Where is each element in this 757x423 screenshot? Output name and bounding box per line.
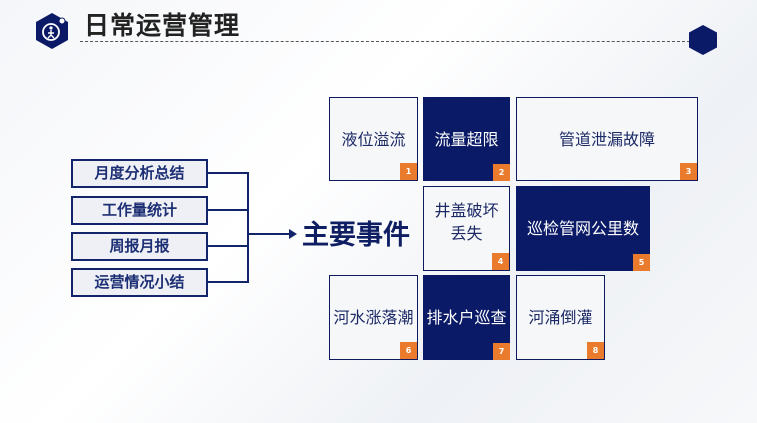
event-tile-4[interactable]: 井盖破坏丢失 4 [423, 186, 510, 271]
event-label: 巡检管网公里数 [526, 219, 639, 238]
connector-line [206, 172, 249, 174]
event-tile-3[interactable]: 管道泄漏故障 3 [516, 97, 698, 181]
arrow-line [249, 233, 291, 235]
connector-line [206, 209, 249, 211]
page-title: 日常运营管理 [84, 11, 241, 40]
connector-line [206, 281, 249, 283]
connector-line [247, 172, 249, 283]
arrow-head-icon [289, 229, 297, 239]
person-gear-icon [36, 13, 68, 49]
connector-line [206, 245, 249, 247]
event-number-badge: 4 [492, 253, 509, 270]
event-number-badge: 8 [587, 342, 604, 359]
center-label: 主要事件 [302, 220, 410, 251]
event-label: 河水涨落潮 [333, 308, 414, 327]
event-tile-1[interactable]: 液位溢流 1 [329, 97, 418, 181]
event-number-badge: 7 [493, 343, 510, 360]
event-label: 排水户巡查 [426, 308, 507, 327]
event-label: 井盖破坏丢失 [434, 200, 499, 243]
title-divider [80, 41, 690, 42]
event-tile-5[interactable]: 巡检管网公里数 5 [516, 186, 650, 271]
left-item-monthly-summary[interactable]: 月度分析总结 [71, 159, 208, 188]
event-number-badge: 2 [493, 164, 510, 181]
event-number-badge: 1 [400, 163, 417, 180]
event-number-badge: 3 [680, 163, 697, 180]
event-label: 流量超限 [434, 129, 499, 149]
event-tile-2[interactable]: 流量超限 2 [423, 97, 510, 181]
event-tile-7[interactable]: 排水户巡查 7 [423, 275, 510, 360]
left-item-workload-stats[interactable]: 工作量统计 [71, 196, 208, 225]
event-label: 液位溢流 [341, 129, 406, 149]
event-tile-6[interactable]: 河水涨落潮 6 [329, 275, 418, 360]
event-tile-8[interactable]: 河涌倒灌 8 [516, 275, 605, 360]
event-number-badge: 6 [400, 342, 417, 359]
event-label: 管道泄漏故障 [558, 129, 655, 149]
event-number-badge: 5 [633, 254, 650, 271]
left-item-weekly-monthly-report[interactable]: 周报月报 [71, 232, 208, 261]
left-item-operations-summary[interactable]: 运营情况小结 [71, 268, 208, 297]
event-label: 河涌倒灌 [528, 308, 593, 327]
hexagon-decoration-icon [689, 25, 717, 55]
